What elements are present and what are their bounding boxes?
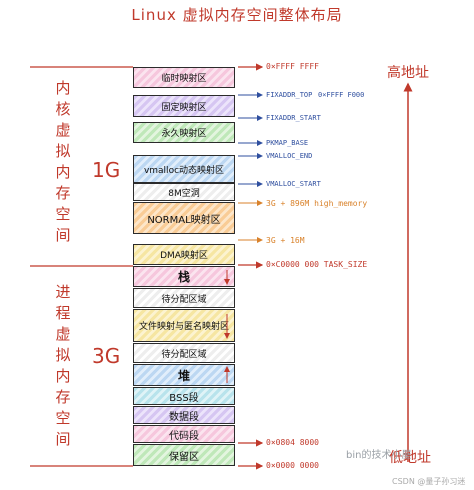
fixed-map-region: 固定映射区 bbox=[133, 95, 235, 117]
addr-vmalloc-end: VMALLOC_END bbox=[266, 152, 313, 160]
addr-fixaddr-top-value: 0×FFFF F000 bbox=[318, 91, 365, 99]
normal-region: NORMAL映射区 bbox=[133, 202, 235, 234]
addr-text-start: 0×0804 8000 bbox=[266, 438, 319, 447]
reserved-region: 保留区 bbox=[133, 444, 235, 466]
heap-region: 堆 bbox=[133, 364, 235, 386]
user-space-label: 进程虚拟内存空间 bbox=[55, 283, 71, 448]
high-address-label: 高地址 bbox=[387, 65, 429, 81]
addr-top: 0×FFFF FFFF bbox=[266, 62, 319, 71]
addr-task-size: 0×C0000 000 TASK_SIZE bbox=[266, 260, 368, 269]
diagram-title: Linux 虚拟内存空间整体布局 bbox=[131, 6, 343, 24]
bss-region: BSS段 bbox=[133, 387, 235, 405]
user-size-label: 3G bbox=[92, 344, 121, 368]
text-region: 代码段 bbox=[133, 425, 235, 443]
vmalloc-region: vmalloc动态映射区 bbox=[133, 155, 235, 183]
addr-3g-16m: 3G + 16M bbox=[266, 236, 305, 245]
mmap-region: 文件映射与匿名映射区 bbox=[133, 309, 235, 342]
unalloc-region-1: 待分配区域 bbox=[133, 288, 235, 308]
csdn-watermark: CSDN @量子孙习迷 bbox=[392, 477, 466, 486]
addr-fixaddr-top: FIXADDR_TOP bbox=[266, 91, 313, 99]
kernel-size-label: 1G bbox=[92, 158, 121, 182]
perm-map-region: 永久映射区 bbox=[133, 122, 235, 143]
unalloc-region-2: 待分配区域 bbox=[133, 343, 235, 363]
addr-vmalloc-start: VMALLOC_START bbox=[266, 180, 321, 188]
stack-region: 栈 bbox=[133, 266, 235, 287]
watermark-text: bin的技术小屋 bbox=[346, 450, 412, 461]
addr-fixaddr-start: FIXADDR_START bbox=[266, 114, 321, 122]
data-region: 数据段 bbox=[133, 406, 235, 424]
gap-8m-region: 8M空洞 bbox=[133, 183, 235, 201]
kernel-space-label: 内核虚拟内存空间 bbox=[55, 79, 71, 244]
low-address-label: 低地址 bbox=[389, 450, 431, 466]
addr-zero: 0×0000 0000 bbox=[266, 461, 319, 470]
dma-region: DMA映射区 bbox=[133, 244, 235, 265]
addr-high-memory: 3G + 896M high_memory bbox=[266, 199, 368, 208]
addr-pkmap-base: PKMAP_BASE bbox=[266, 139, 309, 147]
temp-map-region: 临时映射区 bbox=[133, 67, 235, 88]
